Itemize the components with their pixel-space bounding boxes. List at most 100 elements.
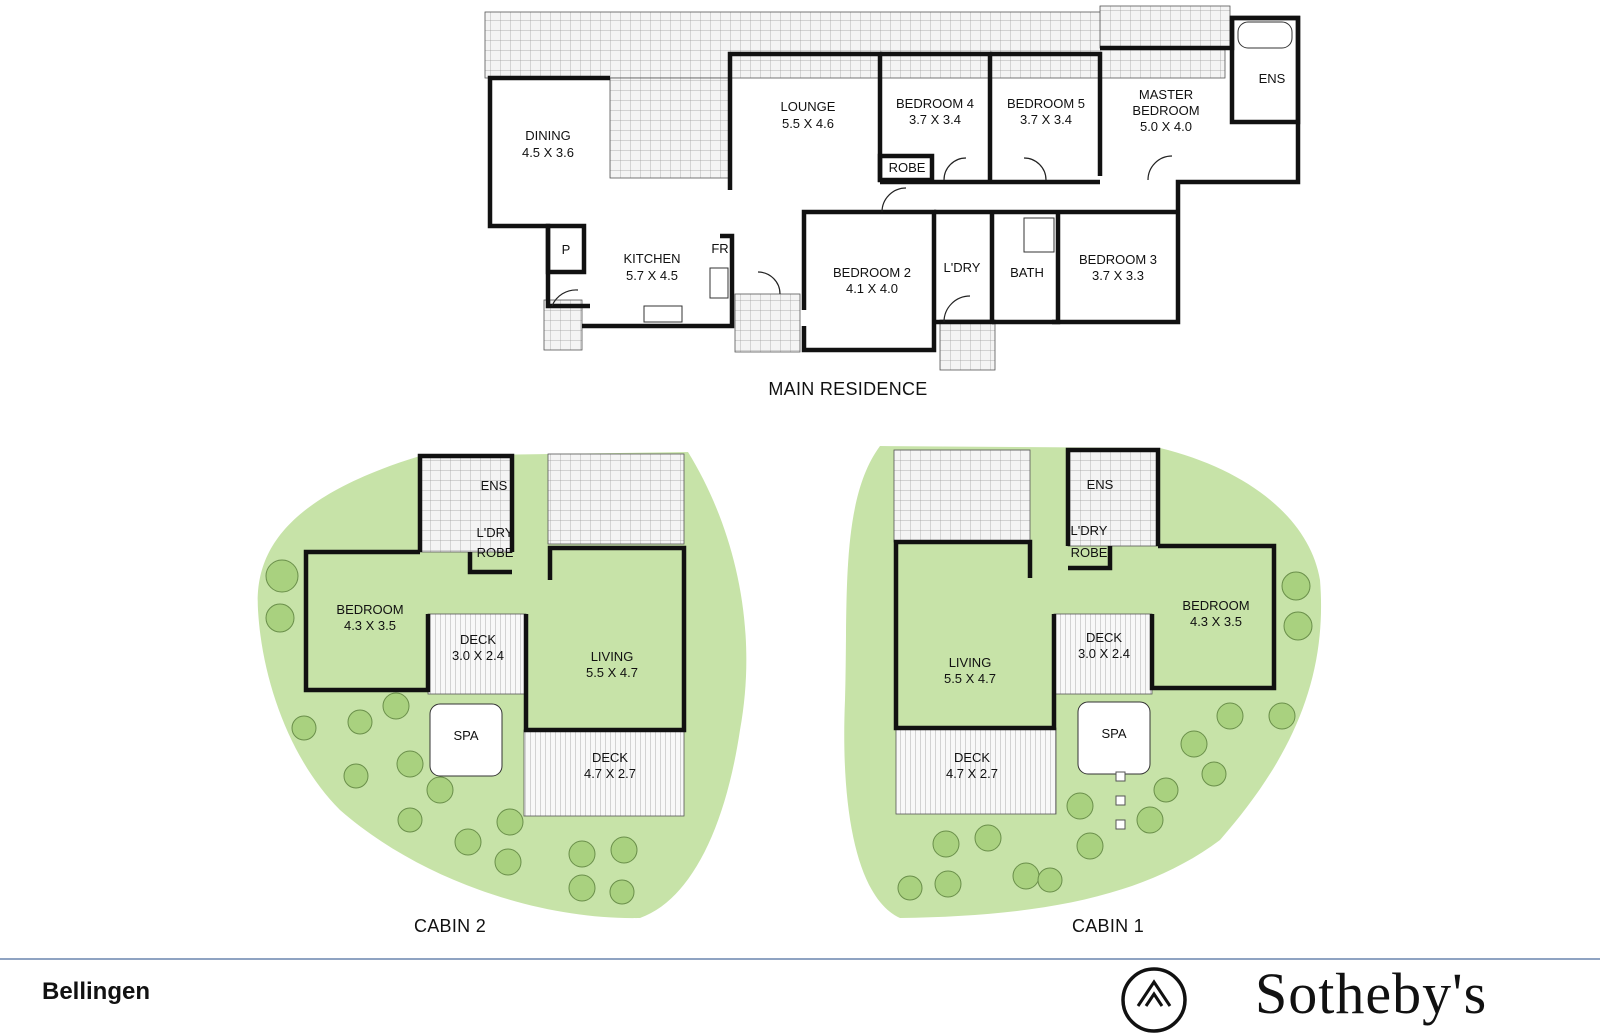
cabin-1-plan: ENS L'DRY ROBE BEDROOM 4.3 X 3.5 DECK 3.… xyxy=(844,446,1322,936)
tree xyxy=(934,870,962,898)
tree xyxy=(382,692,410,720)
cabin-1-hall-walls xyxy=(1068,546,1113,571)
dining-walls xyxy=(487,75,610,309)
room-label-pantry: P xyxy=(562,242,571,257)
tree xyxy=(347,709,373,735)
paving-kitchen-steps xyxy=(734,293,801,353)
room-label-bedroom4: BEDROOM 4 xyxy=(896,96,974,111)
room-label-fridge: FR xyxy=(711,241,728,256)
paving-laundry-steps xyxy=(939,319,996,371)
cabin-2-dim-bedroom: 4.3 X 3.5 xyxy=(344,618,396,633)
cabin-2-label-side-deck: DECK xyxy=(460,632,496,647)
ensuite-walls xyxy=(1229,15,1301,125)
kitchen-walls xyxy=(582,233,735,329)
bedroom2-walls xyxy=(801,209,937,353)
room-dim-kitchen: 5.7 X 4.5 xyxy=(626,268,678,283)
cabin-1-label-bedroom: BEDROOM xyxy=(1182,598,1249,613)
tree xyxy=(265,559,299,593)
tree xyxy=(343,763,369,789)
cabin-2-label-living: LIVING xyxy=(591,649,634,664)
tree xyxy=(1037,867,1063,893)
room-dim-bedroom2: 4.1 X 4.0 xyxy=(846,281,898,296)
door-swing-bedroom2 xyxy=(881,187,907,213)
tree xyxy=(494,848,522,876)
shower xyxy=(1023,217,1055,253)
cabin-1-front-deck xyxy=(895,727,1057,815)
tree xyxy=(974,824,1002,852)
tree xyxy=(1201,761,1227,787)
cabin-2-dim-front-deck: 4.7 X 2.7 xyxy=(584,766,636,781)
location-label: Bellingen xyxy=(42,978,151,1005)
cabin-2-living-walls xyxy=(523,545,687,733)
cabin-2-patio xyxy=(547,453,685,545)
door-swing-pantry xyxy=(551,289,579,307)
tree xyxy=(1180,730,1208,758)
kitchen-sink xyxy=(643,305,683,323)
cabin-2-title: CABIN 2 xyxy=(414,916,486,936)
stove xyxy=(709,267,729,299)
room-label-dining: DINING xyxy=(525,128,571,143)
cabin-1-dim-front-deck: 4.7 X 2.7 xyxy=(946,766,998,781)
cabin-2-spa xyxy=(429,703,503,777)
stepping-stone xyxy=(1115,771,1126,782)
cabin-2-label-front-deck: DECK xyxy=(592,750,628,765)
cabin-1-dim-living: 5.5 X 4.7 xyxy=(944,671,996,686)
cabin-2-bedroom-walls xyxy=(303,549,431,693)
main-residence-plan: DINING 4.5 X 3.6 LOUNGE 5.5 X 4.6 BEDROO… xyxy=(484,5,1301,399)
cabin-1-label-side-deck: DECK xyxy=(1086,630,1122,645)
tree xyxy=(496,808,524,836)
stepping-stone xyxy=(1115,819,1126,830)
cabin-2-label-ensuite: ENS xyxy=(481,478,508,493)
room-label-ensuite: ENS xyxy=(1259,71,1286,86)
tree xyxy=(1076,832,1104,860)
cabin-2-hall-walls xyxy=(467,552,512,575)
paving-courtyard xyxy=(609,77,731,179)
room-label-bedroom2: BEDROOM 2 xyxy=(833,265,911,280)
cabin-2-label-bedroom: BEDROOM xyxy=(336,602,403,617)
cabin-1-side-deck xyxy=(1053,613,1153,695)
room-label-kitchen: KITCHEN xyxy=(623,251,680,266)
footer-divider xyxy=(0,958,1600,960)
bath-walls xyxy=(992,212,1061,325)
paving-east xyxy=(1099,5,1231,49)
cabin-2-trees xyxy=(265,559,638,905)
bedroom5-walls xyxy=(990,51,1103,176)
room-label-laundry: L'DRY xyxy=(944,260,981,275)
cabin-1-ensuite-walls xyxy=(1065,447,1161,546)
door-swing-bedroom5 xyxy=(1023,157,1047,181)
cabin-1-stepping-stones xyxy=(1115,771,1126,830)
cabin-1-dim-side-deck: 3.0 X 2.4 xyxy=(1078,646,1130,661)
tree xyxy=(454,828,482,856)
cabin-1-label-robe: ROBE xyxy=(1071,545,1108,560)
brand-logo-icon xyxy=(1121,967,1187,1033)
room-label-bath: BATH xyxy=(1010,265,1044,280)
room-label-bedroom3: BEDROOM 3 xyxy=(1079,252,1157,267)
cabin-2-label-laundry: L'DRY xyxy=(477,525,514,540)
tree xyxy=(426,776,454,804)
cabin-1-bedroom-walls xyxy=(1149,543,1277,691)
room-label-master-2: BEDROOM xyxy=(1132,103,1199,118)
tree xyxy=(932,830,960,858)
cabin-1-trees xyxy=(897,571,1313,901)
door-swing-laundry xyxy=(943,295,971,323)
tree xyxy=(1153,777,1179,803)
tree xyxy=(291,715,317,741)
cabin-2-ensuite-floor xyxy=(419,455,513,553)
room-label-bedroom5: BEDROOM 5 xyxy=(1007,96,1085,111)
tree xyxy=(1066,792,1094,820)
tree xyxy=(897,875,923,901)
cabin-2-label-spa: SPA xyxy=(453,728,478,743)
room-label-robe: ROBE xyxy=(889,160,926,175)
cabin-2-ensuite-walls xyxy=(417,453,515,552)
door-swing-hall xyxy=(943,157,967,181)
bathtub xyxy=(1237,21,1293,49)
cabin-1-title: CABIN 1 xyxy=(1072,916,1144,936)
brand-name: Sotheby's xyxy=(1255,961,1488,1026)
floor-plan: DINING 4.5 X 3.6 LOUNGE 5.5 X 4.6 BEDROO… xyxy=(257,5,1322,936)
door-swing-master xyxy=(1147,155,1173,181)
stepping-stone xyxy=(1115,795,1126,806)
cabin-1-ensuite-floor xyxy=(1067,449,1159,547)
tree xyxy=(1281,571,1311,601)
tree xyxy=(397,807,423,833)
cabin-1-label-living: LIVING xyxy=(949,655,992,670)
